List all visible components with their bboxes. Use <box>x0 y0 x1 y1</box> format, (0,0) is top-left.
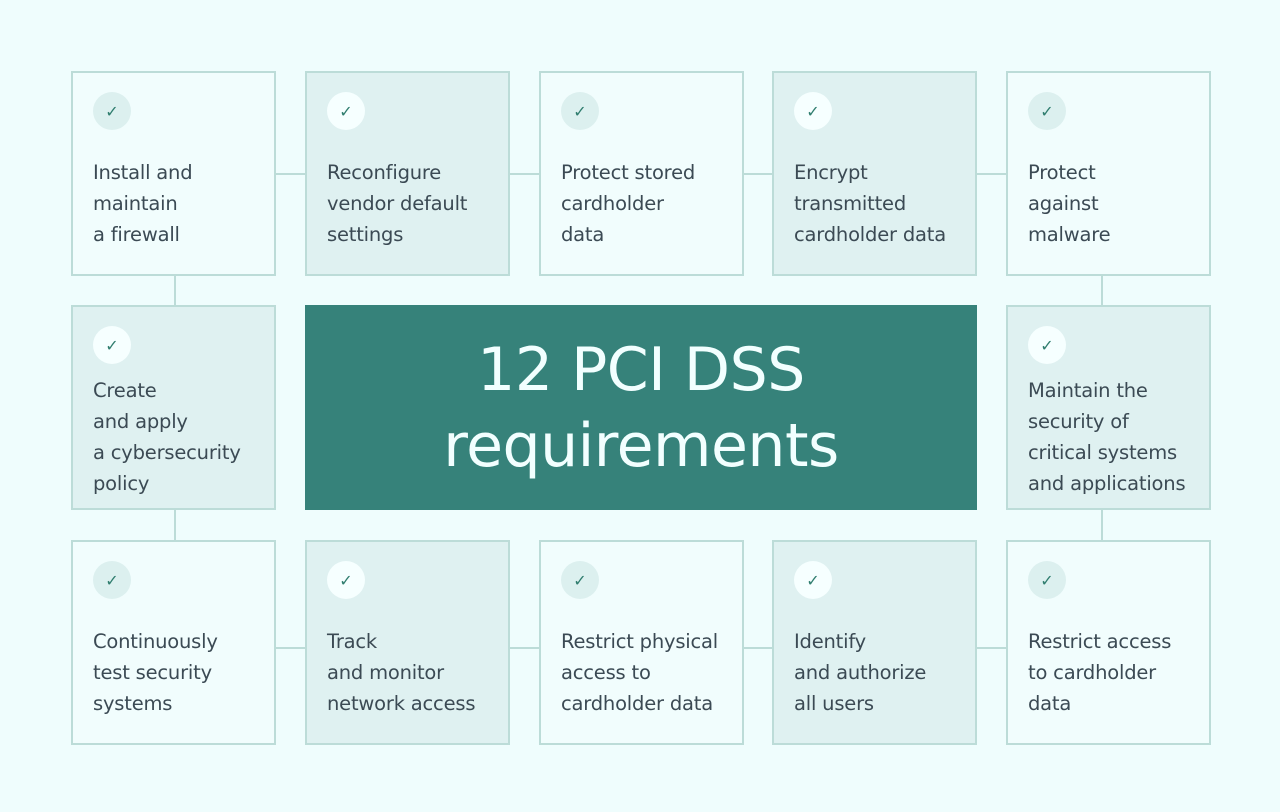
connector-line <box>174 510 176 540</box>
page-title: 12 PCI DSS requirements <box>443 332 839 484</box>
requirement-card: ✓ Identify and authorize all users <box>772 540 977 745</box>
requirement-card: ✓ Restrict physical access to cardholder… <box>539 540 744 745</box>
check-icon: ✓ <box>1028 92 1066 130</box>
check-icon: ✓ <box>561 561 599 599</box>
connector-line <box>510 647 540 649</box>
title-block: 12 PCI DSS requirements <box>305 305 977 510</box>
connector-line <box>174 276 176 306</box>
requirement-card: ✓ Protect against malware <box>1006 71 1211 276</box>
connector-line <box>743 173 773 175</box>
check-icon: ✓ <box>794 92 832 130</box>
requirement-text: Identify and authorize all users <box>794 630 927 715</box>
requirement-text: Continuously test security systems <box>93 630 218 715</box>
connector-line <box>510 173 540 175</box>
requirement-card: ✓ Create and apply a cybersecurity polic… <box>71 305 276 510</box>
check-icon: ✓ <box>93 92 131 130</box>
connector-line <box>1101 510 1103 540</box>
requirement-text: Create and apply a cybersecurity policy <box>93 379 241 495</box>
title-line-2: requirements <box>443 410 839 481</box>
connector-line <box>977 647 1007 649</box>
requirement-card: ✓ Maintain the security of critical syst… <box>1006 305 1211 510</box>
requirement-text: Install and maintain a firewall <box>93 161 193 246</box>
requirement-text: Protect stored cardholder data <box>561 161 696 246</box>
title-line-1: 12 PCI DSS <box>477 334 805 405</box>
requirement-text: Track and monitor network access <box>327 630 476 715</box>
connector-line <box>977 173 1007 175</box>
requirement-text: Restrict physical access to cardholder d… <box>561 630 719 715</box>
requirement-card: ✓ Protect stored cardholder data <box>539 71 744 276</box>
check-icon: ✓ <box>1028 561 1066 599</box>
requirement-card: ✓ Install and maintain a firewall <box>71 71 276 276</box>
requirement-text: Maintain the security of critical system… <box>1028 379 1186 495</box>
requirement-card: ✓ Restrict access to cardholder data <box>1006 540 1211 745</box>
requirement-card: ✓ Encrypt transmitted cardholder data <box>772 71 977 276</box>
requirement-card: ✓ Reconfigure vendor default settings <box>305 71 510 276</box>
check-icon: ✓ <box>794 561 832 599</box>
requirement-card: ✓ Track and monitor network access <box>305 540 510 745</box>
requirement-text: Encrypt transmitted cardholder data <box>794 161 946 246</box>
check-icon: ✓ <box>1028 326 1066 364</box>
check-icon: ✓ <box>93 561 131 599</box>
requirement-text: Restrict access to cardholder data <box>1028 630 1172 715</box>
check-icon: ✓ <box>327 92 365 130</box>
connector-line <box>1101 276 1103 306</box>
requirement-text: Protect against malware <box>1028 161 1111 246</box>
connector-line <box>743 647 773 649</box>
requirement-text: Reconfigure vendor default settings <box>327 161 468 246</box>
connector-line <box>276 647 306 649</box>
connector-line <box>276 173 306 175</box>
check-icon: ✓ <box>561 92 599 130</box>
check-icon: ✓ <box>327 561 365 599</box>
check-icon: ✓ <box>93 326 131 364</box>
requirement-card: ✓ Continuously test security systems <box>71 540 276 745</box>
